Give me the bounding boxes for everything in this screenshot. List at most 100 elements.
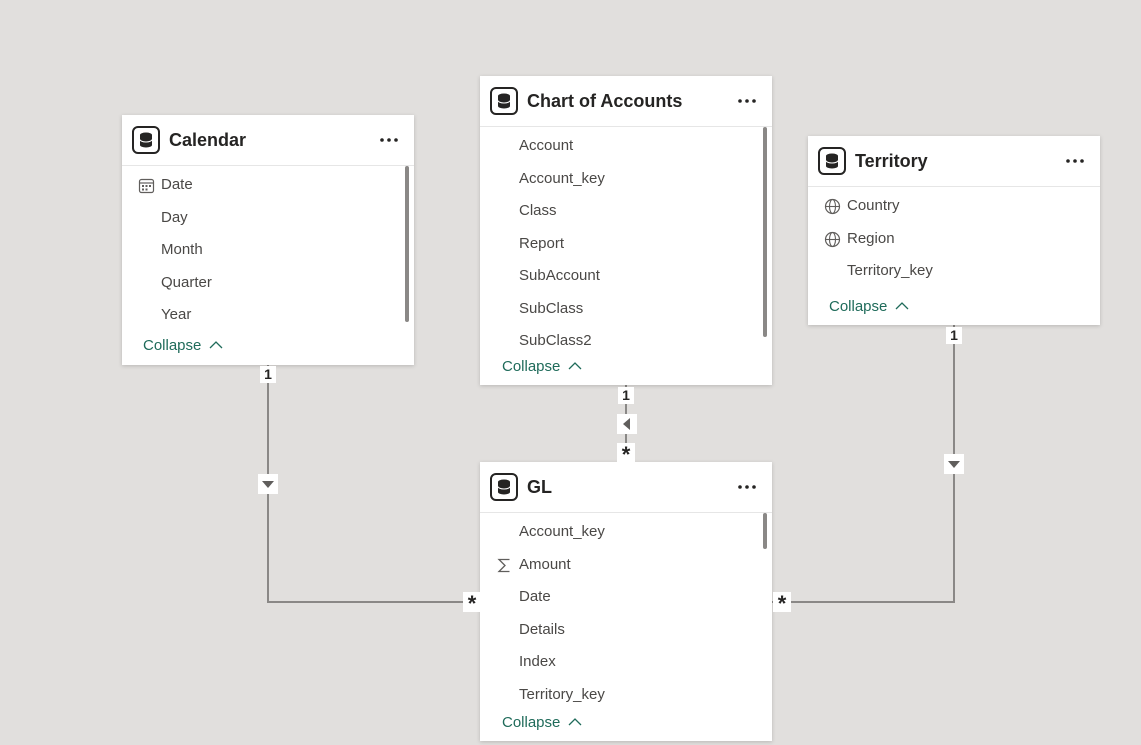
table-icon [490,473,518,501]
more-options-button[interactable] [1064,153,1086,169]
field-item-subclass[interactable]: SubClass [480,293,772,326]
field-item-subclass2[interactable]: SubClass2 [480,325,772,358]
field-label: SubClass [519,299,584,317]
field-label: Account_key [519,169,605,187]
field-item-subaccount[interactable]: SubAccount [480,260,772,293]
field-item-quarter[interactable]: Quarter [122,267,414,300]
cardinality-one-label: 1 [618,387,634,404]
field-label: Territory_key [519,685,605,703]
scrollbar[interactable] [405,166,409,322]
table-title: Chart of Accounts [527,91,683,111]
field-list[interactable]: Account Account_key Class Report SubAcco… [480,127,772,358]
collapse-label: Collapse [502,714,561,731]
field-list[interactable]: Country Region Territory_key [808,187,1100,288]
relationship-line-territory-gl [772,325,955,603]
chevron-up-icon [209,341,223,349]
table-card-gl[interactable]: GL Account_key Amount Date Details Index… [480,462,772,741]
field-label: Account_key [519,523,605,540]
cardinality-many-label: * [617,443,635,467]
table-card-territory[interactable]: Territory Country Region [808,136,1100,325]
field-label: Index [519,653,556,670]
sigma-icon [497,558,510,572]
field-label: Details [519,620,565,638]
field-label: Region [847,229,895,247]
field-item-account[interactable]: Account [480,130,772,163]
field-item-territory-key[interactable]: Territory_key [808,255,1100,288]
collapse-button[interactable]: Collapse [502,358,582,375]
field-item-report[interactable]: Report [480,228,772,261]
caret-down-icon [262,481,274,488]
table-card-calendar[interactable]: Calendar Date Day Month Quarter Year [122,115,414,365]
field-item-class[interactable]: Class [480,195,772,228]
cross-filter-direction-button[interactable] [258,474,278,494]
cardinality-one-label: 1 [260,366,276,383]
table-header-calendar[interactable]: Calendar [122,115,414,166]
table-icon [490,87,518,115]
field-item-territory-key[interactable]: Territory_key [480,679,772,712]
table-header-chart-of-accounts[interactable]: Chart of Accounts [480,76,772,127]
field-label: Quarter [161,273,212,291]
collapse-label: Collapse [502,358,561,375]
table-header-territory[interactable]: Territory [808,136,1100,187]
collapse-button[interactable]: Collapse [829,298,909,315]
table-title: Calendar [169,130,247,150]
field-item-amount[interactable]: Amount [480,549,772,582]
field-label: Account [519,137,574,154]
table-icon [818,147,846,175]
field-item-country[interactable]: Country [808,190,1100,223]
cross-filter-direction-button[interactable] [617,414,637,434]
field-item-date[interactable]: Date [480,581,772,614]
field-label: SubAccount [519,267,600,284]
relationship-line-calendar-gl [267,365,481,603]
field-label: Year [161,306,192,323]
chevron-up-icon [568,362,582,370]
field-label: Date [161,176,193,193]
field-label: Country [847,197,900,214]
more-options-button[interactable] [736,93,758,109]
cardinality-many-label: * [463,592,481,616]
chevron-up-icon [895,302,909,310]
field-label: Territory_key [847,262,933,279]
table-title: GL [527,477,552,497]
collapse-label: Collapse [143,337,202,354]
field-item-day[interactable]: Day [122,202,414,235]
field-item-year[interactable]: Year [122,299,414,332]
field-label: Amount [519,555,571,573]
caret-down-icon [948,461,960,468]
cardinality-one-label: 1 [946,327,962,344]
field-item-details[interactable]: Details [480,614,772,647]
more-options-button[interactable] [378,132,400,148]
field-item-account-key[interactable]: Account_key [480,516,772,549]
table-title: Territory [855,151,928,171]
field-label: Date [519,588,551,605]
chevron-up-icon [568,718,582,726]
cardinality-many-label: * [773,592,791,616]
caret-left-icon [623,418,630,430]
collapse-button[interactable]: Collapse [502,714,582,731]
field-list[interactable]: Date Day Month Quarter Year [122,166,414,332]
globe-icon [824,198,841,215]
more-options-button[interactable] [736,479,758,495]
field-label: Day [161,208,188,226]
collapse-label: Collapse [829,298,888,315]
cross-filter-direction-button[interactable] [944,454,964,474]
field-item-month[interactable]: Month [122,234,414,267]
collapse-button[interactable]: Collapse [143,337,223,354]
field-item-index[interactable]: Index [480,646,772,679]
scrollbar[interactable] [763,513,767,549]
globe-icon [824,231,841,247]
field-label: Class [519,202,557,219]
field-item-region[interactable]: Region [808,223,1100,256]
field-label: Month [161,241,203,258]
field-item-account-key[interactable]: Account_key [480,163,772,196]
table-icon [132,126,160,154]
calendar-icon [138,178,155,194]
table-card-chart-of-accounts[interactable]: Chart of Accounts Account Account_key Cl… [480,76,772,385]
field-label: SubClass2 [519,332,592,349]
field-list[interactable]: Account_key Amount Date Details Index Te… [480,513,772,711]
table-header-gl[interactable]: GL [480,462,772,513]
field-label: Report [519,234,565,252]
field-item-date[interactable]: Date [122,169,414,202]
scrollbar[interactable] [763,127,767,337]
